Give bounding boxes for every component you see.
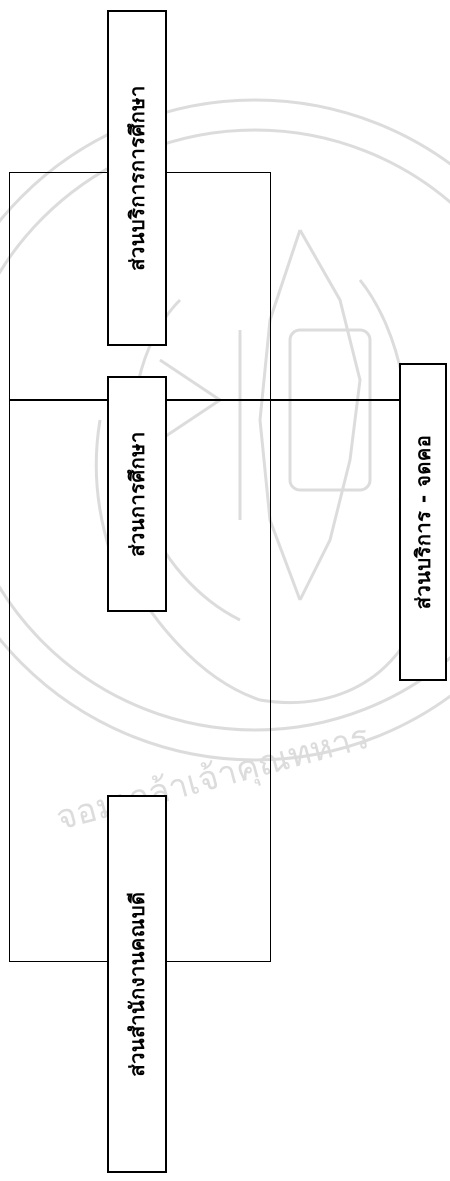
box-dean-office[interactable]: ส่วนสำนักงานคณบดี: [107, 795, 167, 1173]
box-services-cooperatives[interactable]: ส่วนบริการ - จดคอ: [399, 363, 447, 681]
box-education-services[interactable]: ส่วนบริการการศึกษา: [107, 10, 167, 346]
box-education[interactable]: ส่วนการศึกษา: [107, 376, 167, 612]
box-label-education-services: ส่วนบริการการศึกษา: [127, 85, 147, 270]
box-label-dean-office: ส่วนสำนักงานคณบดี: [127, 891, 147, 1076]
box-label-education: ส่วนการศึกษา: [127, 431, 147, 556]
connector-horizontal: [9, 399, 402, 401]
box-label-services-cooperatives: ส่วนบริการ - จดคอ: [413, 435, 433, 609]
